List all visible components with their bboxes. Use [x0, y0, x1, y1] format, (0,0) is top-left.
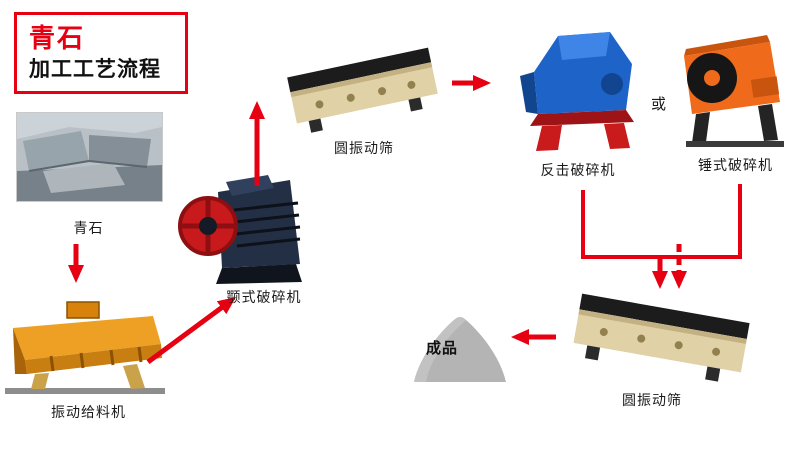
vibrating-feeder	[5, 290, 167, 402]
vibrating-screen-bottom-illustration	[573, 293, 750, 382]
hammer-crusher-illustration	[684, 35, 784, 147]
impact-crusher-label: 反击破碎机	[540, 163, 616, 179]
stone-photo-frame	[16, 112, 163, 202]
feeder-label: 振动给料机	[51, 405, 126, 421]
hammer-crusher-label: 锤式破碎机	[698, 158, 773, 174]
title-process: 加工工艺流程	[29, 57, 161, 81]
screen-top-label: 圆振动筛	[334, 141, 394, 157]
jaw-crusher	[174, 170, 312, 294]
hammer-crusher	[668, 28, 793, 160]
title-material: 青石	[29, 24, 86, 54]
screen-bottom-label: 圆振动筛	[622, 393, 682, 409]
vibrating-feeder-illustration	[5, 301, 165, 394]
vibrating-screen-top-illustration	[287, 47, 438, 133]
product-pile	[412, 308, 508, 388]
jaw-crusher-label: 颚式破碎机	[226, 290, 302, 306]
vibrating-screen-bottom	[566, 282, 756, 394]
product-label: 成品	[426, 339, 459, 357]
stone-label: 青石	[73, 221, 104, 237]
or-label: 或	[650, 95, 667, 113]
jaw-crusher-illustration	[178, 175, 302, 284]
impact-crusher	[508, 20, 648, 162]
arrow-feeder-to-jaw-crusher	[146, 297, 237, 365]
vibrating-screen-top	[283, 36, 443, 142]
title-box: 青石 加工工艺流程	[14, 12, 188, 94]
stone-photo	[17, 113, 162, 201]
product-pile-illustration	[414, 317, 506, 382]
connector-crushers-join	[581, 184, 742, 259]
impact-crusher-illustration	[520, 32, 634, 151]
